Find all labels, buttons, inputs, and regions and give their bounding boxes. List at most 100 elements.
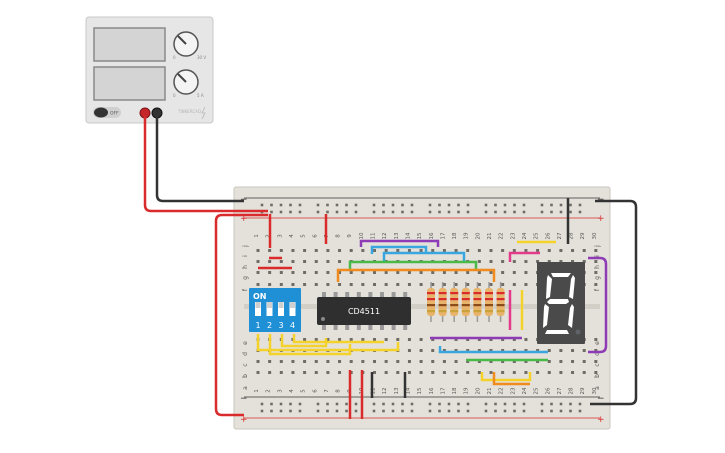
hole[interactable] [384, 283, 388, 286]
rail-hole[interactable] [354, 203, 358, 207]
hole[interactable] [314, 338, 318, 341]
hole[interactable] [407, 338, 411, 341]
rail-hole[interactable] [569, 210, 572, 214]
hole[interactable] [268, 260, 272, 263]
hole[interactable] [338, 360, 342, 363]
hole[interactable] [501, 249, 505, 252]
hole[interactable] [524, 349, 528, 352]
hole[interactable] [279, 260, 283, 263]
hole[interactable] [431, 271, 435, 274]
hole[interactable] [396, 338, 400, 341]
resistor-body[interactable] [450, 288, 459, 316]
rail-hole[interactable] [270, 203, 273, 207]
hole[interactable] [571, 349, 575, 352]
hole[interactable] [477, 260, 481, 263]
hole[interactable] [442, 349, 446, 352]
rail-hole[interactable] [428, 409, 432, 413]
hole[interactable] [547, 360, 551, 363]
hole[interactable] [303, 260, 307, 263]
rail-hole[interactable] [298, 402, 302, 406]
hole[interactable] [361, 283, 365, 286]
hole[interactable] [338, 260, 342, 263]
rail-hole[interactable] [550, 210, 553, 214]
hole[interactable] [419, 371, 423, 374]
hole[interactable] [547, 260, 551, 263]
hole[interactable] [373, 360, 376, 363]
rail-hole[interactable] [550, 402, 553, 406]
rail-hole[interactable] [345, 402, 348, 406]
hole[interactable] [559, 371, 563, 374]
rail-hole[interactable] [559, 409, 563, 413]
dip-toggle-slot[interactable] [278, 302, 284, 316]
hole[interactable] [501, 338, 505, 341]
rail-hole[interactable] [335, 402, 339, 406]
hole[interactable] [489, 338, 493, 341]
hole[interactable] [536, 360, 540, 363]
rail-hole[interactable] [391, 203, 395, 207]
hole[interactable] [536, 260, 540, 263]
hole[interactable] [501, 283, 505, 286]
resistor-body[interactable] [485, 288, 493, 316]
hole[interactable] [512, 260, 516, 263]
hole[interactable] [279, 283, 283, 286]
rail-hole[interactable] [522, 402, 526, 406]
rail-hole[interactable] [289, 409, 292, 413]
rail-hole[interactable] [401, 409, 404, 413]
hole[interactable] [547, 349, 551, 352]
hole[interactable] [373, 338, 376, 341]
hole[interactable] [326, 360, 330, 363]
rail-hole[interactable] [494, 402, 497, 406]
rail-hole[interactable] [298, 203, 302, 207]
hole[interactable] [361, 249, 365, 252]
rail-hole[interactable] [401, 210, 404, 214]
hole[interactable] [431, 338, 435, 341]
hole[interactable] [396, 360, 400, 363]
hole[interactable] [512, 283, 516, 286]
hole[interactable] [373, 249, 376, 252]
hole[interactable] [314, 371, 318, 374]
rail-hole[interactable] [410, 210, 414, 214]
hole[interactable] [512, 338, 516, 341]
hole[interactable] [524, 249, 528, 252]
hole[interactable] [338, 338, 342, 341]
hole[interactable] [466, 271, 470, 274]
rail-hole[interactable] [382, 409, 385, 413]
hole[interactable] [326, 338, 330, 341]
seven-segment-display[interactable] [537, 262, 585, 344]
rail-hole[interactable] [382, 210, 385, 214]
hole[interactable] [384, 249, 388, 252]
current-knob[interactable] [173, 69, 199, 95]
rail-hole[interactable] [438, 210, 441, 214]
hole[interactable] [501, 260, 505, 263]
rail-hole[interactable] [372, 210, 376, 214]
rail-hole[interactable] [438, 203, 441, 207]
rail-hole[interactable] [484, 409, 488, 413]
resistor-array[interactable] [427, 282, 505, 322]
hole[interactable] [431, 283, 435, 286]
rail-hole[interactable] [316, 210, 320, 214]
hole[interactable] [571, 371, 575, 374]
hole[interactable] [501, 360, 505, 363]
resistor-body[interactable] [427, 288, 435, 316]
rail-hole[interactable] [401, 402, 404, 406]
rail-hole[interactable] [569, 402, 572, 406]
hole[interactable] [594, 260, 598, 263]
dip-toggle-slot[interactable] [266, 302, 273, 316]
hole[interactable] [524, 371, 528, 374]
hole[interactable] [349, 283, 353, 286]
rail-hole[interactable] [372, 409, 376, 413]
rail-hole[interactable] [401, 203, 404, 207]
rail-hole[interactable] [457, 210, 460, 214]
rail-hole[interactable] [559, 402, 563, 406]
hole[interactable] [524, 283, 528, 286]
hole[interactable] [582, 360, 586, 363]
rail-hole[interactable] [447, 203, 451, 207]
rail-hole[interactable] [289, 203, 292, 207]
rail-hole[interactable] [279, 203, 283, 207]
hole[interactable] [338, 271, 342, 274]
hole[interactable] [512, 371, 516, 374]
hole[interactable] [291, 249, 295, 252]
hole[interactable] [314, 260, 318, 263]
rail-hole[interactable] [550, 409, 553, 413]
rail-hole[interactable] [372, 402, 376, 406]
